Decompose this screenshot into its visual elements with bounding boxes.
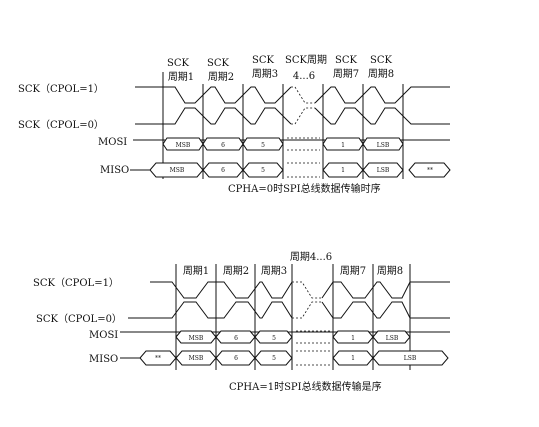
signal-label-miso: MISO — [100, 165, 129, 176]
cycle-header-7: SCK 周期7 — [333, 55, 359, 80]
cycle-header-3: 周期3 — [261, 265, 287, 277]
svg-text:6: 6 — [234, 355, 238, 362]
cycle-header-4-6: SCK周期 4...6 — [285, 54, 327, 82]
signal-label-sck-cpol0: SCK（CPOL=0） — [18, 119, 104, 131]
cycle-header-1: SCK 周期1 — [167, 58, 194, 83]
diagram-cpha1: SCK（CPOL=1） SCK（CPOL=0） MOSI MISO 周期1 周期… — [33, 251, 450, 393]
signal-label-sck-cpol1: SCK（CPOL=1） — [33, 277, 119, 289]
cycle-header-8: 周期8 — [377, 265, 403, 277]
svg-text:1: 1 — [351, 355, 355, 362]
waveform-miso: ** MSB 6 5 1 LSB — [120, 350, 449, 366]
cycle-header-8: SCK 周期8 — [368, 55, 394, 80]
svg-text:1: 1 — [341, 167, 345, 174]
cycle-boundaries — [162, 72, 404, 179]
mosi-cell-lsb — [372, 330, 411, 344]
svg-text:MSB: MSB — [176, 142, 191, 149]
svg-text:5: 5 — [261, 142, 265, 149]
svg-text:6: 6 — [221, 167, 225, 174]
mosi-cell-lsb — [362, 137, 404, 151]
svg-text:5: 5 — [261, 167, 265, 174]
svg-text:SCK: SCK — [252, 55, 275, 66]
waveform-miso: MSB 6 5 1 LSB ** — [130, 162, 451, 178]
svg-text:6: 6 — [221, 142, 225, 149]
svg-text:LSB: LSB — [404, 355, 417, 362]
miso-cell-unknown — [408, 162, 451, 178]
svg-text:周期3: 周期3 — [252, 68, 278, 80]
miso-cell-5 — [254, 350, 293, 366]
miso-cell-lsb — [372, 350, 449, 366]
svg-text:5: 5 — [272, 335, 276, 342]
waveform-sck-cpol0 — [135, 107, 450, 125]
cycle-header-1: 周期1 — [183, 265, 209, 277]
waveform-sck-cpol1 — [135, 86, 450, 104]
caption-cpha0: CPHA=0时SPI总线数据传输时序 — [228, 182, 381, 195]
svg-text:**: ** — [427, 167, 433, 174]
svg-text:周期1: 周期1 — [168, 71, 194, 83]
svg-text:1: 1 — [351, 335, 355, 342]
waveform-mosi: MSB 6 5 1 LSB — [133, 137, 450, 151]
diagram-cpha0: SCK（CPOL=1） SCK（CPOL=0） MOSI MISO SCK 周期… — [18, 54, 451, 195]
svg-text:LSB: LSB — [386, 335, 399, 342]
svg-text:**: ** — [155, 355, 161, 362]
svg-text:周期7: 周期7 — [333, 68, 359, 80]
svg-text:SCK: SCK — [207, 58, 230, 69]
waveform-sck-cpol0 — [128, 301, 450, 319]
signal-label-sck-cpol1: SCK（CPOL=1） — [18, 83, 104, 95]
signal-label-mosi: MOSI — [98, 137, 127, 148]
cycle-header-2: SCK 周期2 — [207, 58, 234, 83]
miso-cell-5 — [242, 162, 284, 178]
cycle-header-4-6: 周期4...6 — [290, 251, 332, 263]
svg-text:MSB: MSB — [189, 355, 204, 362]
miso-cell-lsb — [362, 162, 404, 178]
signal-label-miso: MISO — [89, 354, 118, 365]
waveform-mosi: MSB 6 5 1 LSB — [120, 330, 450, 344]
svg-text:周期2: 周期2 — [208, 71, 234, 83]
svg-text:LSB: LSB — [377, 167, 390, 174]
mosi-cell-5 — [242, 137, 284, 151]
svg-text:6: 6 — [234, 335, 238, 342]
svg-text:SCK: SCK — [167, 58, 190, 69]
svg-text:LSB: LSB — [377, 142, 390, 149]
mosi-cell-5 — [254, 330, 293, 344]
svg-text:SCK: SCK — [335, 55, 358, 66]
svg-text:周期8: 周期8 — [368, 68, 394, 80]
caption-cpha1: CPHA=1时SPI总线数据传输是序 — [229, 380, 382, 393]
svg-text:SCK周期: SCK周期 — [285, 54, 327, 66]
signal-label-mosi: MOSI — [89, 330, 118, 341]
cycle-header-7: 周期7 — [340, 265, 366, 277]
cycle-header-2: 周期2 — [223, 265, 249, 277]
svg-text:4...6: 4...6 — [293, 71, 315, 82]
signal-label-sck-cpol0: SCK（CPOL=0） — [36, 313, 122, 325]
svg-text:SCK: SCK — [370, 55, 393, 66]
cycle-header-3: SCK 周期3 — [252, 55, 278, 80]
svg-text:1: 1 — [341, 142, 345, 149]
svg-text:MSB: MSB — [170, 167, 185, 174]
svg-text:MSB: MSB — [189, 335, 204, 342]
svg-text:5: 5 — [272, 355, 276, 362]
waveform-sck-cpol1 — [150, 281, 450, 299]
